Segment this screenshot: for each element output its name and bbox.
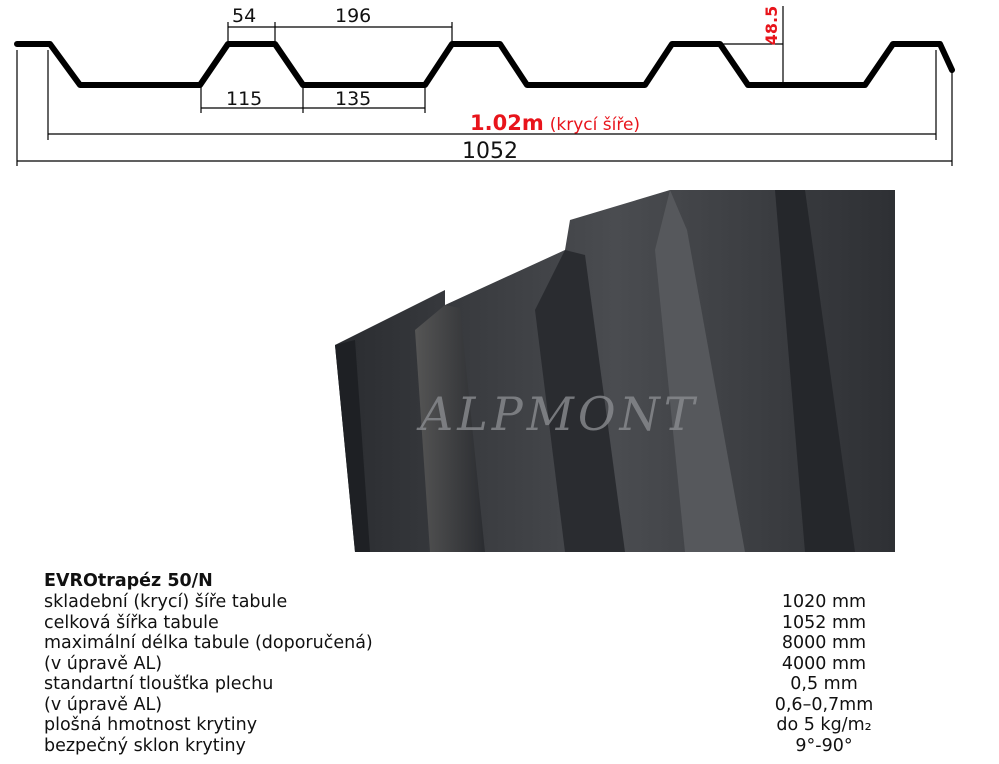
spec-row: standartní tloušťka plechu 0,5 mm: [44, 674, 944, 695]
spec-label: plošná hmotnost krytiny: [44, 715, 258, 735]
total-width: 1052: [462, 139, 518, 164]
spec-label: maximální délka tabule (doporučená): [44, 633, 373, 653]
spec-label: standartní tloušťka plechu: [44, 674, 274, 694]
dim-top-flat: 54: [232, 5, 257, 27]
spec-row: (v úpravě AL) 4000 mm: [44, 654, 944, 675]
spec-row: skladební (krycí) šíře tabule 1020 mm: [44, 592, 944, 613]
product-photo: ALPMONT: [335, 190, 895, 556]
spec-value: 8000 mm: [781, 633, 867, 653]
watermark: ALPMONT: [416, 387, 698, 441]
spec-label: skladební (krycí) šíře tabule: [44, 592, 288, 612]
spec-value: 1052 mm: [781, 612, 867, 633]
spec-title: EVROtrapéz 50/N: [44, 571, 213, 591]
dim-pitch: 196: [335, 5, 372, 27]
cover-width-label: 1.02m (krycí šíře): [470, 111, 640, 135]
spec-row: celková šířka tabule 1052 mm: [44, 613, 944, 634]
spec-value: 0,5 mm: [790, 674, 858, 694]
dim-valley: 135: [335, 88, 372, 110]
spec-value: 4000 mm: [781, 653, 867, 674]
cover-width-text: (krycí šíře): [549, 115, 641, 135]
spec-row: bezpečný sklon krytiny 9°-90°: [44, 736, 944, 757]
spec-value: do 5 kg/m₂: [776, 715, 872, 735]
spec-label: celková šířka tabule: [44, 612, 219, 633]
dimension-lines: [16, 6, 953, 166]
spec-row: plošná hmotnost krytiny do 5 kg/m₂: [44, 715, 944, 736]
spec-label: (v úpravě AL): [44, 653, 163, 674]
dim-rib-base: 115: [226, 88, 263, 110]
dim-height: 48.5: [762, 5, 782, 46]
cover-width-value: 1.02m: [470, 111, 544, 135]
spec-row: (v úpravě AL) 0,6–0,7mm: [44, 695, 944, 716]
spec-row: maximální délka tabule (doporučená) 8000 …: [44, 633, 944, 654]
spec-value: 1020 mm: [781, 592, 867, 612]
spec-label: (v úpravě AL): [44, 694, 163, 715]
spec-value: 0,6–0,7mm: [774, 694, 874, 715]
profile-cross-section: [14, 6, 955, 166]
corrugated-sheet-image: ALPMONT: [335, 190, 895, 552]
spec-value: 9°-90°: [795, 735, 853, 756]
spec-table: EVROtrapéz 50/N skladební (krycí) šíře t…: [44, 570, 944, 756]
profile-line: [14, 41, 955, 88]
spec-label: bezpečný sklon krytiny: [44, 735, 246, 756]
